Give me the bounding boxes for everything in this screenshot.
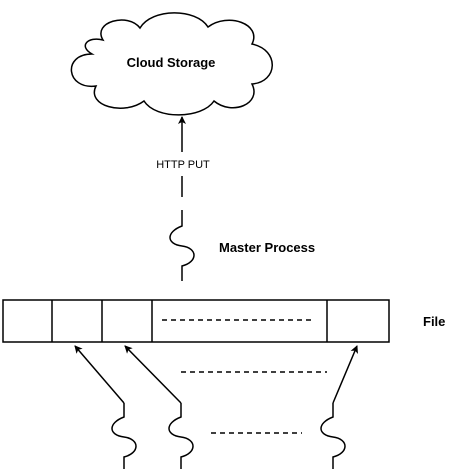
worker-thread-1: [111, 403, 137, 469]
http-put-label: HTTP PUT: [156, 159, 210, 171]
file-label: File: [423, 314, 445, 329]
worker-threads: [111, 403, 346, 469]
cloud-shape: [70, 12, 273, 116]
master-process-label: Master Process: [219, 240, 315, 255]
cloud-storage-node: Cloud Storage: [70, 12, 273, 116]
worker-thread-3: [320, 403, 346, 469]
http-put-connector: HTTP PUT: [156, 116, 210, 197]
file-outline: [2, 299, 390, 343]
worker-arrow-1: [74, 345, 125, 404]
worker-write-arrows: [74, 345, 358, 404]
master-thread-squiggle: [169, 210, 195, 281]
file-blocks: File: [2, 299, 445, 343]
worker-arrow-3: [332, 345, 358, 404]
cloud-storage-label: Cloud Storage: [127, 55, 216, 70]
worker-thread-2: [168, 403, 194, 469]
worker-arrow-2: [124, 345, 182, 404]
master-process-thread: Master Process: [169, 210, 315, 281]
